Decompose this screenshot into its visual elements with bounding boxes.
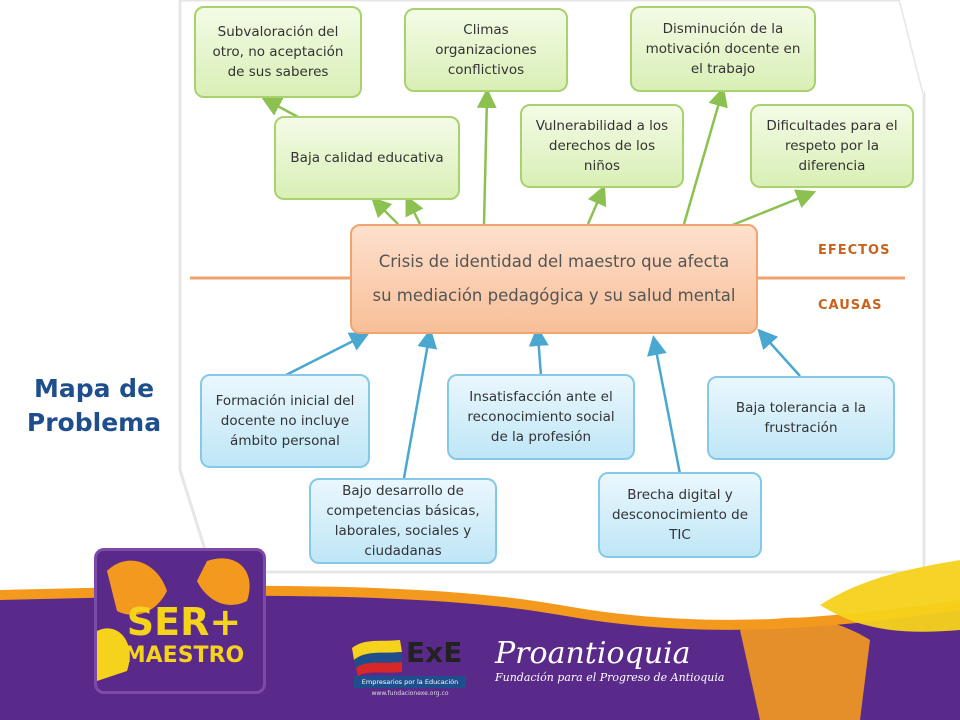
core-problem-line2: su mediación pedagógica y su salud menta… [372, 286, 736, 305]
proantioquia-logo: Proantioquia Fundación para el Progreso … [495, 636, 725, 684]
slide-title-line1: Mapa de [33, 374, 155, 403]
ser-text: SER+ [126, 600, 242, 644]
cause-box: Bajo desarrollo de competencias básicas,… [309, 478, 497, 564]
proantioquia-tagline: Fundación para el Progreso de Antioquia [495, 671, 725, 684]
effect-box: Dificultades para el respeto por la dife… [750, 104, 914, 188]
colombia-flag-icon [352, 640, 402, 676]
hands-graphic [97, 558, 250, 681]
proantioquia-name: Proantioquia [495, 636, 691, 671]
ser-maestro-text: SER+ MAESTRO [119, 601, 249, 669]
cause-box: Brecha digital y desconocimiento de TIC [598, 472, 762, 558]
effect-box: Baja calidad educativa [274, 116, 460, 200]
slide-title: Mapa de Problema [8, 372, 180, 440]
core-problem-box: Crisis de identidad del maestro que afec… [350, 224, 758, 334]
effects-label: EFECTOS [818, 243, 891, 258]
ser-maestro-logo: SER+ MAESTRO [94, 548, 266, 694]
exe-caption: Empresarios por la Educación [354, 676, 466, 688]
cause-box: Formación inicial del docente no incluye… [200, 374, 370, 468]
effect-box: Disminución de la motivación docente en … [630, 6, 816, 92]
causes-label: CAUSAS [818, 298, 883, 313]
maestro-text: MAESTRO [123, 643, 245, 668]
exe-url: www.fundacionexe.org.co [371, 690, 449, 697]
effect-box: Subvaloración del otro, no aceptación de… [194, 6, 362, 98]
effect-box: Vulnerabilidad a los derechos de los niñ… [520, 104, 684, 188]
cause-box: Baja tolerancia a la frustración [707, 376, 895, 460]
exe-logo: ExE Empresarios por la Educación www.fun… [350, 632, 470, 702]
cause-box: Insatisfacción ante el reconocimiento so… [447, 374, 635, 460]
effect-box: Climas organizaciones conflictivos [404, 8, 568, 92]
slide-title-line2: Problema [26, 408, 162, 437]
core-problem-line1: Crisis de identidad del maestro que afec… [378, 252, 730, 271]
exe-mark: ExE [406, 636, 463, 669]
